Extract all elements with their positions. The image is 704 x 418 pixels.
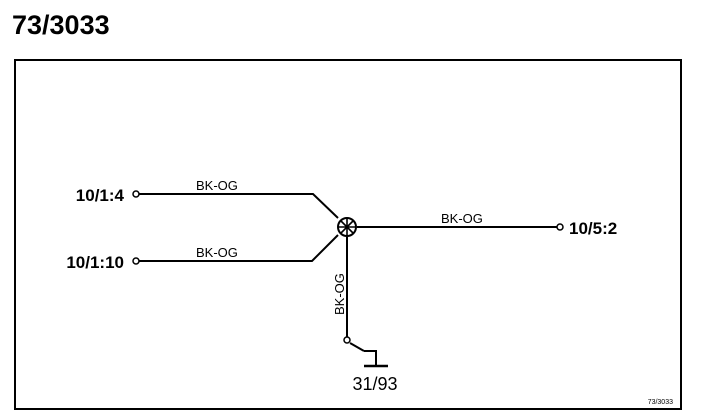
connector-pin-left-bottom[interactable] — [132, 257, 140, 265]
wire-label-right: BK-OG — [441, 211, 483, 226]
ground-icon — [349, 342, 388, 368]
ground-label: 31/93 — [352, 374, 397, 394]
wire-left-top — [139, 193, 339, 219]
connector-pin-left-top[interactable] — [132, 190, 140, 198]
connector-pin-right[interactable] — [556, 223, 564, 231]
wire-label-left-bottom: BK-OG — [196, 245, 238, 260]
connector-label-left-bottom: 10/1:10 — [66, 253, 124, 272]
diagram-id: 73/3033 — [648, 399, 673, 406]
diagram-frame — [14, 59, 682, 410]
page-title: 73/3033 — [12, 10, 110, 40]
connector-label-left-top: 10/1:4 — [76, 186, 125, 205]
wire-left-bottom — [139, 234, 339, 262]
splice-icon — [337, 217, 357, 237]
wire-label-left-top: BK-OG — [196, 178, 238, 193]
connector-label-right: 10/5:2 — [569, 219, 617, 238]
wire-label-down: BK-OG — [332, 273, 347, 315]
ground-pin[interactable] — [343, 336, 351, 344]
